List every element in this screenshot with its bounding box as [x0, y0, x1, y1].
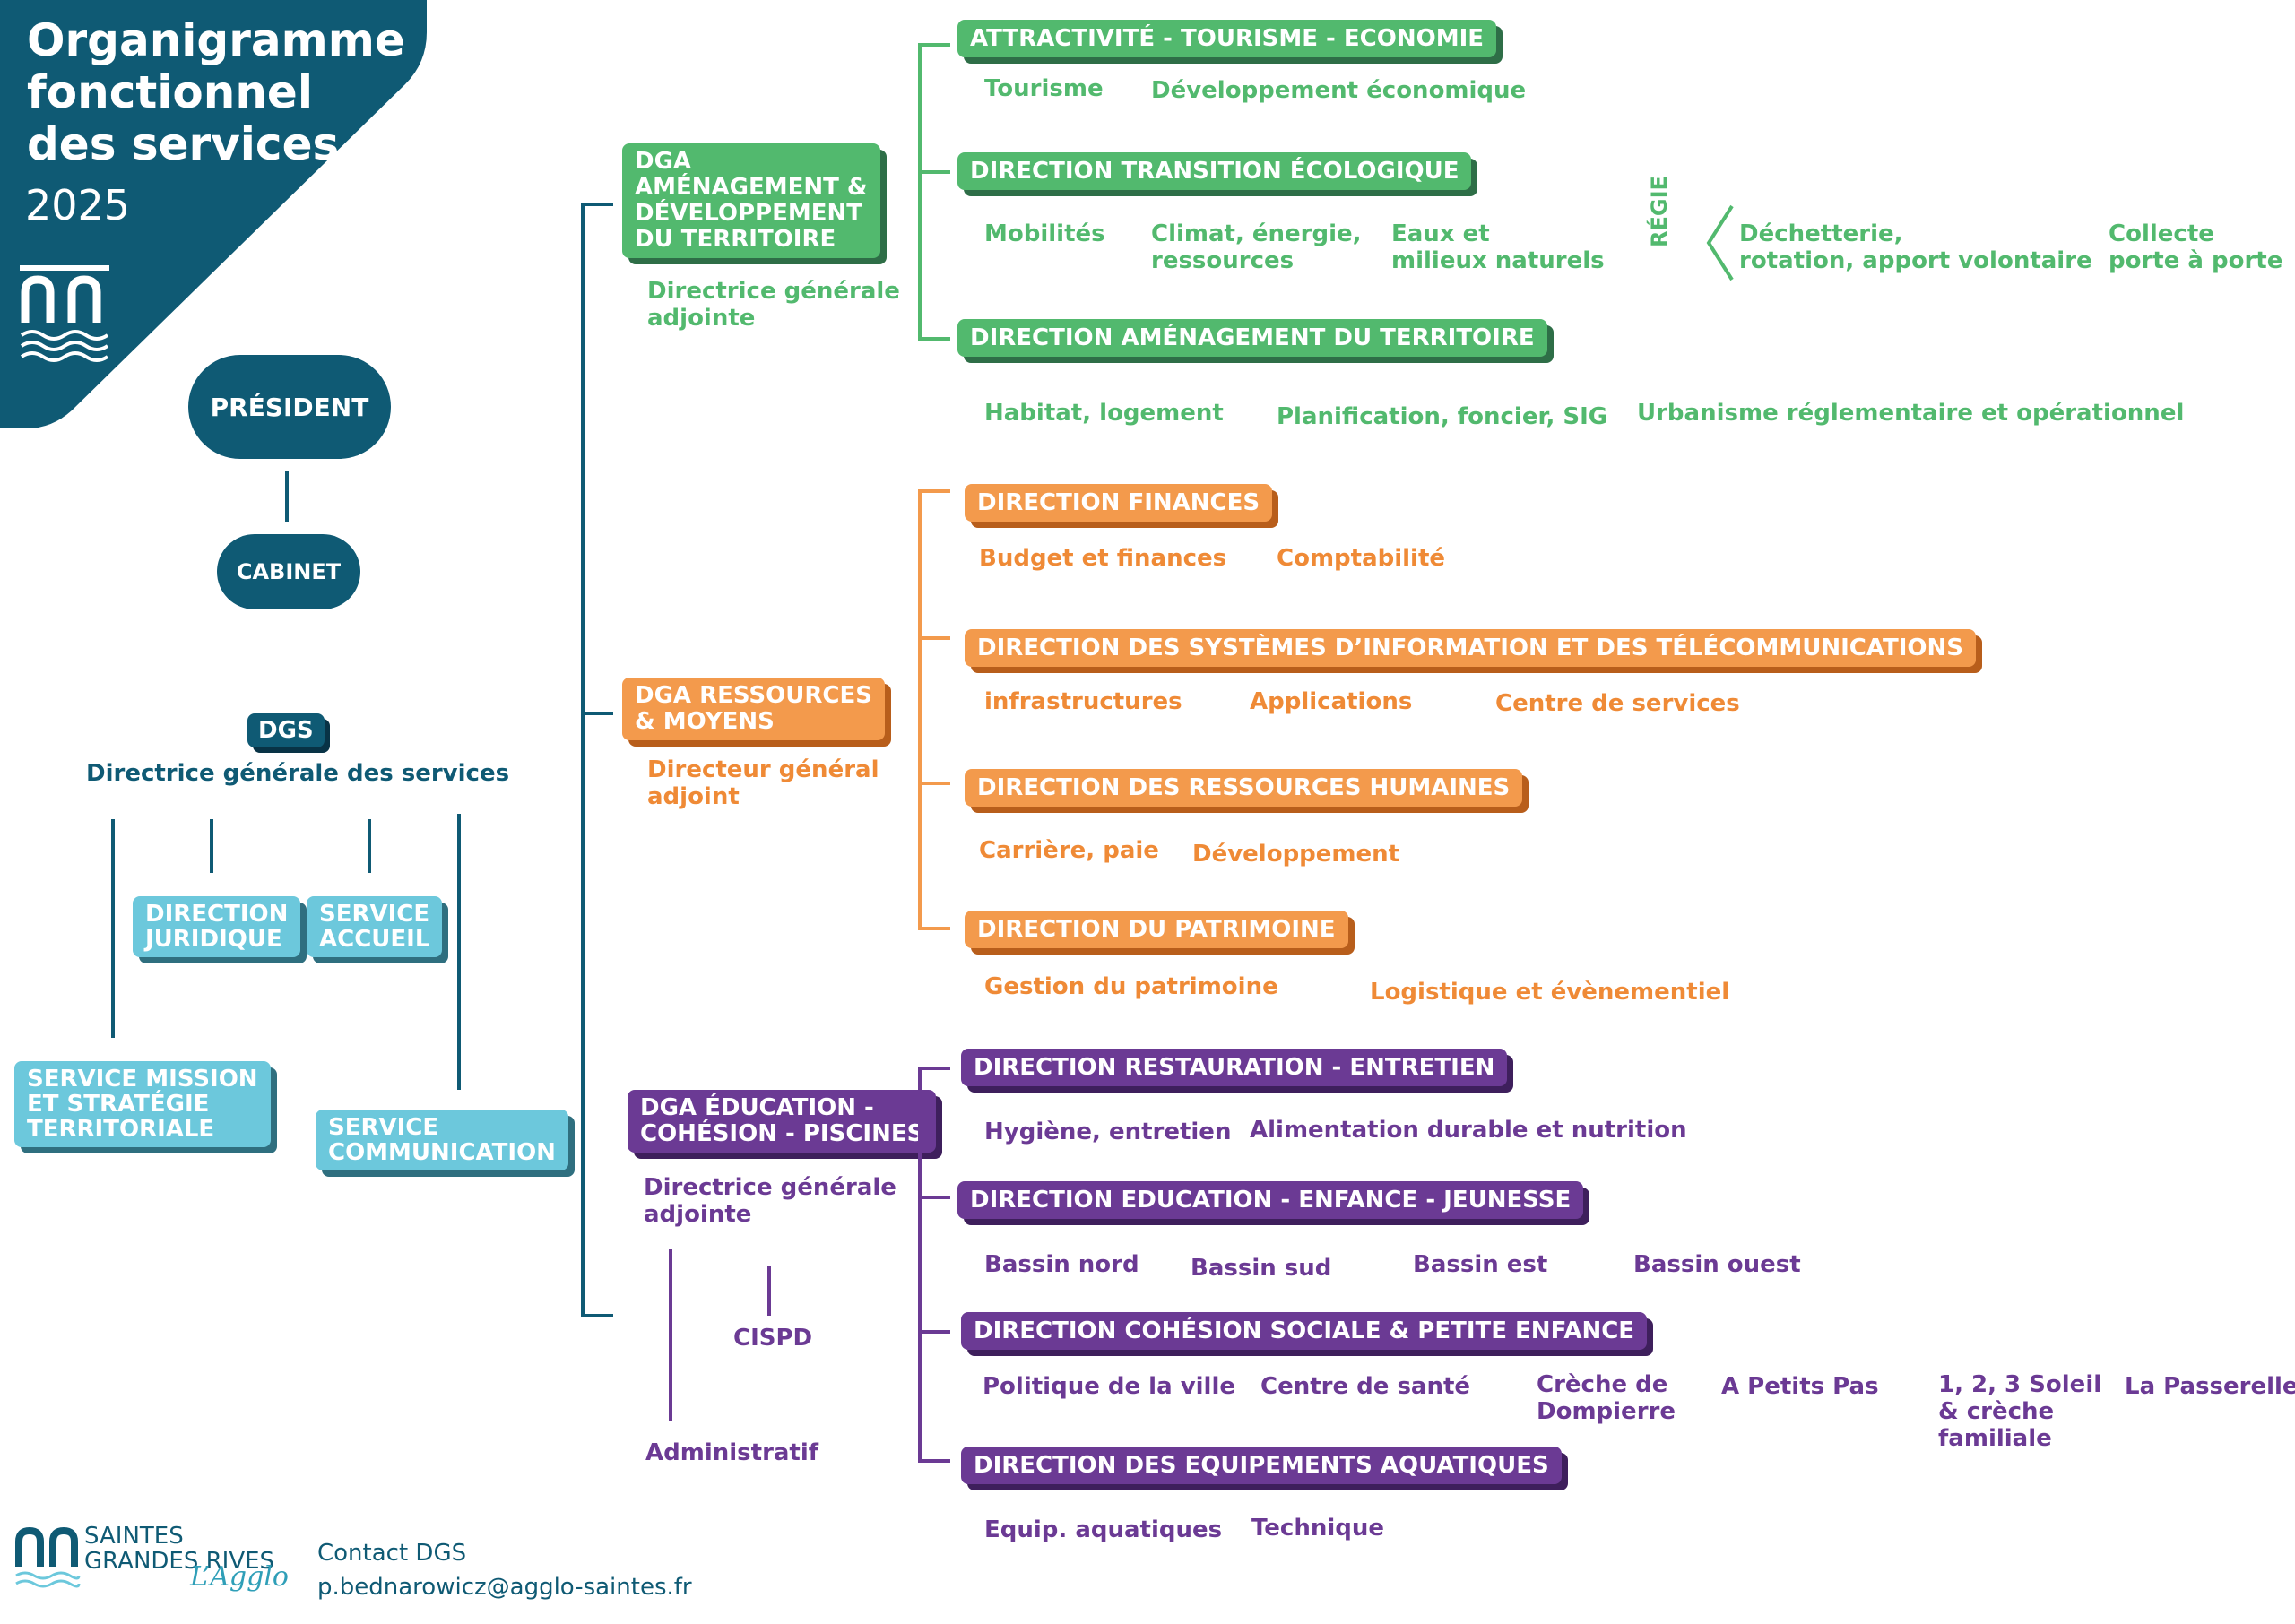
title-line-3: des services — [27, 118, 340, 170]
service-tourisme: Tourisme — [984, 75, 1104, 102]
service-mission-box: SERVICE MISSION ET STRATÉGIE TERRITORIAL… — [14, 1061, 271, 1147]
direction-finances: DIRECTION FINANCES — [965, 484, 1273, 522]
direction-cohesion-sociale: DIRECTION COHÉSION SOCIALE & PETITE ENFA… — [961, 1312, 1648, 1350]
main-bracket-bottom — [581, 1314, 613, 1317]
footer-contact-email[interactable]: p.bednarowicz@agglo-saintes.fr — [317, 1574, 692, 1601]
main-bracket-middle — [581, 712, 613, 715]
connector-accueil — [368, 819, 371, 873]
orange-tick-4 — [918, 927, 950, 930]
green-tick-1 — [918, 43, 950, 47]
service-collecte: Collecte porte à porte — [2109, 220, 2283, 274]
title-corner-shape — [0, 0, 427, 428]
direction-rh: DIRECTION DES RESSOURCES HUMAINES — [965, 769, 1523, 807]
direction-equipements-aquatiques: DIRECTION DES EQUIPEMENTS AQUATIQUES — [961, 1447, 1562, 1484]
president-cabinet-connector — [285, 471, 289, 522]
service-dechetterie: Déchetterie, rotation, apport volontaire — [1739, 220, 2092, 274]
service-centre-sante: Centre de santé — [1260, 1373, 1471, 1400]
orange-tick-1 — [918, 489, 950, 493]
service-budget: Budget et finances — [979, 545, 1227, 572]
service-logistique: Logistique et évènementiel — [1370, 979, 1730, 1006]
connector-mission — [111, 819, 115, 1038]
service-habitat: Habitat, logement — [984, 400, 1224, 427]
service-hygiene: Hygiène, entretien — [984, 1119, 1232, 1145]
dga-amenagement-box: DGA AMÉNAGEMENT & DÉVELOPPEMENT DU TERRI… — [622, 143, 880, 258]
connector-cispd — [767, 1266, 771, 1316]
service-bassin-sud: Bassin sud — [1191, 1255, 1332, 1282]
service-creche-dompierre: Crèche de Dompierre — [1537, 1371, 1676, 1425]
service-bassin-est: Bassin est — [1413, 1251, 1548, 1278]
green-bracket-vertical — [918, 43, 922, 341]
service-developpement-economique: Développement économique — [1151, 77, 1527, 104]
service-equip-aquatiques: Equip. aquatiques — [984, 1516, 1223, 1543]
direction-juridique-box: DIRECTION JURIDIQUE — [133, 896, 301, 957]
service-mobilites: Mobilités — [984, 220, 1105, 247]
service-la-passerelle: La Passerelle — [2125, 1373, 2295, 1400]
dgs-role: Directrice générale des services — [86, 760, 510, 787]
service-climat: Climat, énergie, ressources — [1151, 220, 1362, 274]
green-tick-3 — [918, 337, 950, 341]
purple-tick-2 — [918, 1196, 950, 1199]
dga-education-role: Directrice générale adjointe — [644, 1174, 896, 1228]
service-infrastructures: infrastructures — [984, 688, 1182, 715]
main-bracket-top — [581, 203, 613, 206]
main-bracket-vertical — [581, 203, 585, 1317]
service-bassin-nord: Bassin nord — [984, 1251, 1139, 1278]
service-applications: Applications — [1250, 688, 1413, 715]
purple-tick-1 — [918, 1067, 950, 1070]
service-bassin-ouest: Bassin ouest — [1633, 1251, 1801, 1278]
service-gestion-patrimoine: Gestion du patrimoine — [984, 973, 1278, 1000]
title-line-1: Organigramme — [27, 14, 405, 66]
green-tick-2 — [918, 170, 950, 174]
service-carriere: Carrière, paie — [979, 837, 1159, 864]
dgs-badge: DGS — [247, 713, 325, 747]
service-a-petits-pas: A Petits Pas — [1721, 1373, 1879, 1400]
title-line-2: fonctionnel — [27, 66, 313, 118]
dga-ressources-role: Directeur général adjoint — [647, 756, 879, 810]
service-developpement-rh: Développement — [1192, 841, 1400, 868]
dga-education-box: DGA ÉDUCATION - COHÉSION - PISCINES — [628, 1090, 937, 1153]
service-planification: Planification, foncier, SIG — [1277, 403, 1608, 430]
purple-tick-3 — [918, 1330, 950, 1334]
direction-transition-ecologique: DIRECTION TRANSITION ÉCOLOGIQUE — [957, 152, 1472, 190]
administratif-label: Administratif — [645, 1439, 819, 1466]
service-urbanisme: Urbanisme réglementaire et opérationnel — [1637, 400, 2185, 427]
service-centre-services: Centre de services — [1495, 690, 1740, 717]
dga-ressources-box: DGA RESSOURCES & MOYENS — [622, 678, 885, 740]
orange-bracket-vertical — [918, 489, 922, 930]
service-123-soleil: 1, 2, 3 Soleil & crèche familiale — [1938, 1371, 2102, 1452]
footer-contact-label: Contact DGS — [317, 1540, 467, 1567]
president-node: PRÉSIDENT — [188, 355, 391, 459]
direction-dsi: DIRECTION DES SYSTÈMES D’INFORMATION ET … — [965, 629, 1976, 667]
service-alimentation: Alimentation durable et nutrition — [1250, 1117, 1687, 1144]
service-accueil-box: SERVICE ACCUEIL — [307, 896, 443, 957]
orange-tick-2 — [918, 636, 950, 640]
service-comptabilite: Comptabilité — [1277, 545, 1446, 572]
agglo-waves-logo-icon — [20, 265, 109, 362]
connector-juridique — [210, 819, 213, 873]
regie-label: RÉGIE — [1647, 176, 1672, 247]
orange-tick-3 — [918, 782, 950, 785]
service-politique-ville: Politique de la ville — [983, 1373, 1236, 1400]
purple-bracket-vertical — [918, 1067, 922, 1463]
page-title: Organigramme fonctionnel des services — [27, 14, 405, 170]
dga-amenagement-role: Directrice générale adjointe — [647, 278, 900, 332]
title-year: 2025 — [25, 181, 131, 229]
regie-brace-icon — [1706, 204, 1734, 281]
direction-education: DIRECTION EDUCATION - ENFANCE - JEUNESSE — [957, 1181, 1584, 1219]
direction-restauration: DIRECTION RESTAURATION - ENTRETIEN — [961, 1049, 1508, 1086]
cabinet-node: CABINET — [217, 534, 360, 609]
footer-brand-agglo: L’Agglo — [190, 1561, 289, 1593]
connector-administratif — [669, 1249, 672, 1421]
cispd-label: CISPD — [733, 1325, 813, 1352]
purple-tick-4 — [918, 1459, 950, 1463]
service-eaux: Eaux et milieux naturels — [1391, 220, 1605, 274]
footer-agglo-logo-icon — [15, 1526, 81, 1588]
direction-patrimoine: DIRECTION DU PATRIMOINE — [965, 911, 1348, 948]
footer-brand: SAINTES GRANDES RIVES — [84, 1523, 275, 1575]
service-communication-box: SERVICE COMMUNICATION — [316, 1110, 568, 1170]
service-technique: Technique — [1251, 1515, 1385, 1542]
direction-amenagement-territoire: DIRECTION AMÉNAGEMENT DU TERRITOIRE — [957, 319, 1547, 357]
direction-attractivite: ATTRACTIVITÉ - TOURISME - ECONOMIE — [957, 20, 1497, 57]
connector-communication — [457, 814, 461, 1090]
